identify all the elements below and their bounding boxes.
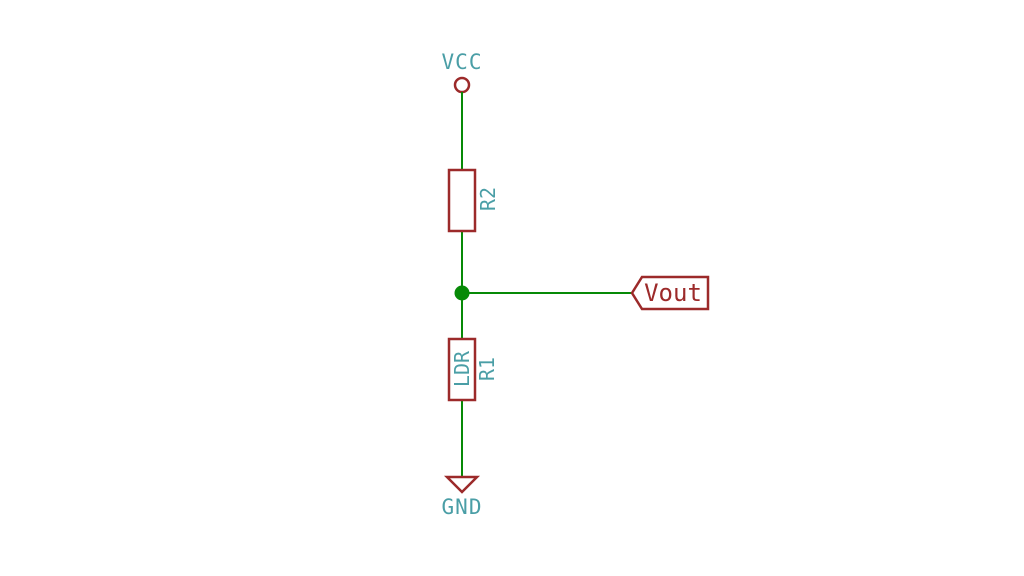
gnd-symbol[interactable]: GND — [442, 475, 483, 519]
gnd-triangle-icon — [443, 475, 481, 494]
vout-label-text: Vout — [644, 279, 702, 307]
resistor-r1-body-icon — [447, 337, 477, 402]
junction-dot-icon — [454, 285, 470, 301]
resistor-r1-reference: R1 — [475, 357, 499, 381]
vcc-label: VCC — [442, 50, 483, 74]
resistor-r2[interactable]: R2 — [447, 168, 500, 233]
resistor-r2-body-icon — [447, 168, 477, 233]
vout-label[interactable]: Vout — [630, 275, 710, 311]
vcc-symbol[interactable]: VCC — [442, 50, 483, 94]
vcc-pin-icon — [453, 76, 471, 94]
resistor-r1[interactable]: LDR R1 — [447, 337, 499, 402]
resistor-r1-value: LDR — [450, 350, 474, 387]
resistor-r2-reference: R2 — [476, 187, 500, 211]
gnd-label: GND — [442, 495, 483, 519]
vout-label-shape-icon — [630, 275, 710, 311]
